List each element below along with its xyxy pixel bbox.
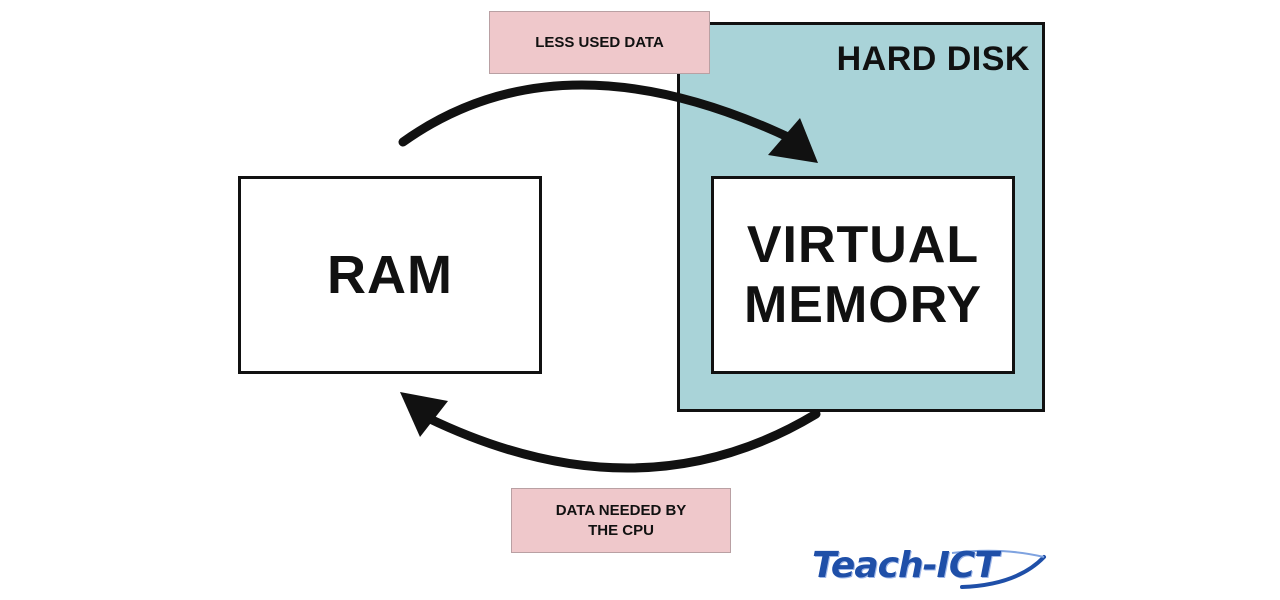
teach-ict-logo: Teach-ICT (812, 545, 1052, 595)
arrowhead-to-virtual-memory (768, 118, 818, 163)
ram-label: RAM (327, 245, 453, 305)
data-needed-text-line1: DATA NEEDED BY (555, 501, 687, 519)
less-used-data-label: LESS USED DATA (489, 11, 710, 74)
data-needed-text-line2: THE CPU (588, 521, 654, 539)
virtual-memory-label-line1: VIRTUAL (746, 216, 980, 274)
arrowhead-to-ram (400, 392, 448, 437)
virtual-memory-label-line2: MEMORY (743, 276, 983, 334)
arrow-virtual-memory-to-ram (423, 409, 821, 473)
logo-swoosh-icon (951, 549, 1046, 589)
logo-text: Teach-ICT (812, 545, 999, 586)
hard-disk-label: HARD DISK (836, 40, 1030, 78)
virtual-memory-box: VIRTUAL MEMORY (711, 176, 1015, 374)
data-needed-label: DATA NEEDED BY THE CPU (511, 488, 731, 553)
ram-box: RAM (238, 176, 542, 374)
less-used-data-text: LESS USED DATA (535, 33, 664, 51)
arrow-ram-to-virtual-memory (398, 80, 795, 147)
